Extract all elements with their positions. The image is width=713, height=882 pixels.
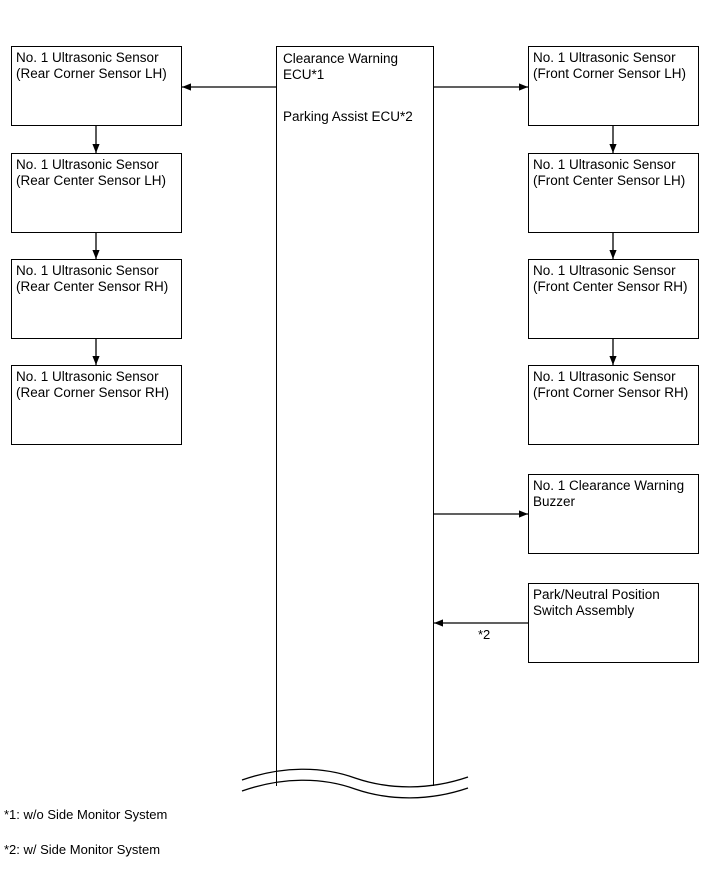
box-label-line2: Switch Assembly xyxy=(533,603,635,618)
box-label-line1: No. 1 Ultrasonic Sensor xyxy=(533,263,676,278)
box-rear-center-sensor-lh: No. 1 Ultrasonic Sensor (Rear Center Sen… xyxy=(11,153,182,233)
box-label-line2: (Front Corner Sensor LH) xyxy=(533,66,687,81)
ecu-label-line1: Clearance Warning xyxy=(283,51,399,66)
box-front-center-sensor-rh: No. 1 Ultrasonic Sensor (Front Center Se… xyxy=(528,259,699,339)
box-clearance-warning-buzzer: No. 1 Clearance Warning Buzzer xyxy=(528,474,699,554)
switch-arrow-label: *2 xyxy=(478,627,491,642)
box-label-line1: No. 1 Clearance Warning xyxy=(533,478,685,493)
box-label-line1: No. 1 Ultrasonic Sensor xyxy=(16,369,159,384)
ecu-label-parking-assist: Parking Assist ECU*2 xyxy=(283,109,413,124)
box-front-center-sensor-lh: No. 1 Ultrasonic Sensor (Front Center Se… xyxy=(528,153,699,233)
box-label-line2: (Rear Center Sensor LH) xyxy=(16,173,167,188)
box-label-line1: No. 1 Ultrasonic Sensor xyxy=(16,263,159,278)
box-front-corner-sensor-rh: No. 1 Ultrasonic Sensor (Front Corner Se… xyxy=(528,365,699,445)
box-park-neutral-position-switch: Park/Neutral Position Switch Assembly xyxy=(528,583,699,663)
ecu-block: Clearance Warning ECU*1 Parking Assist E… xyxy=(276,46,434,786)
box-label-line1: No. 1 Ultrasonic Sensor xyxy=(16,50,159,65)
box-label-line2: (Front Center Sensor RH) xyxy=(533,279,688,294)
box-label-line2: (Rear Corner Sensor RH) xyxy=(16,385,170,400)
break-line-bottom xyxy=(241,779,469,799)
box-rear-center-sensor-rh: No. 1 Ultrasonic Sensor (Rear Center Sen… xyxy=(11,259,182,339)
box-label-line1: No. 1 Ultrasonic Sensor xyxy=(533,157,676,172)
ecu-label-line2: ECU*1 xyxy=(283,67,325,82)
box-front-corner-sensor-lh: No. 1 Ultrasonic Sensor (Front Corner Se… xyxy=(528,46,699,126)
box-label-line1: No. 1 Ultrasonic Sensor xyxy=(533,369,676,384)
box-label-line1: No. 1 Ultrasonic Sensor xyxy=(533,50,676,65)
box-label-line2: (Front Corner Sensor RH) xyxy=(533,385,689,400)
footnote-2: *2: w/ Side Monitor System xyxy=(4,842,161,857)
box-label-line1: No. 1 Ultrasonic Sensor xyxy=(16,157,159,172)
box-label-line2: (Rear Corner Sensor LH) xyxy=(16,66,167,81)
box-label-line2: Buzzer xyxy=(533,494,576,509)
box-label-line1: Park/Neutral Position xyxy=(533,587,660,602)
footnote-1: *1: w/o Side Monitor System xyxy=(4,807,168,822)
box-rear-corner-sensor-lh: No. 1 Ultrasonic Sensor (Rear Corner Sen… xyxy=(11,46,182,126)
box-rear-corner-sensor-rh: No. 1 Ultrasonic Sensor (Rear Corner Sen… xyxy=(11,365,182,445)
box-label-line2: (Front Center Sensor LH) xyxy=(533,173,686,188)
box-label-line2: (Rear Center Sensor RH) xyxy=(16,279,169,294)
